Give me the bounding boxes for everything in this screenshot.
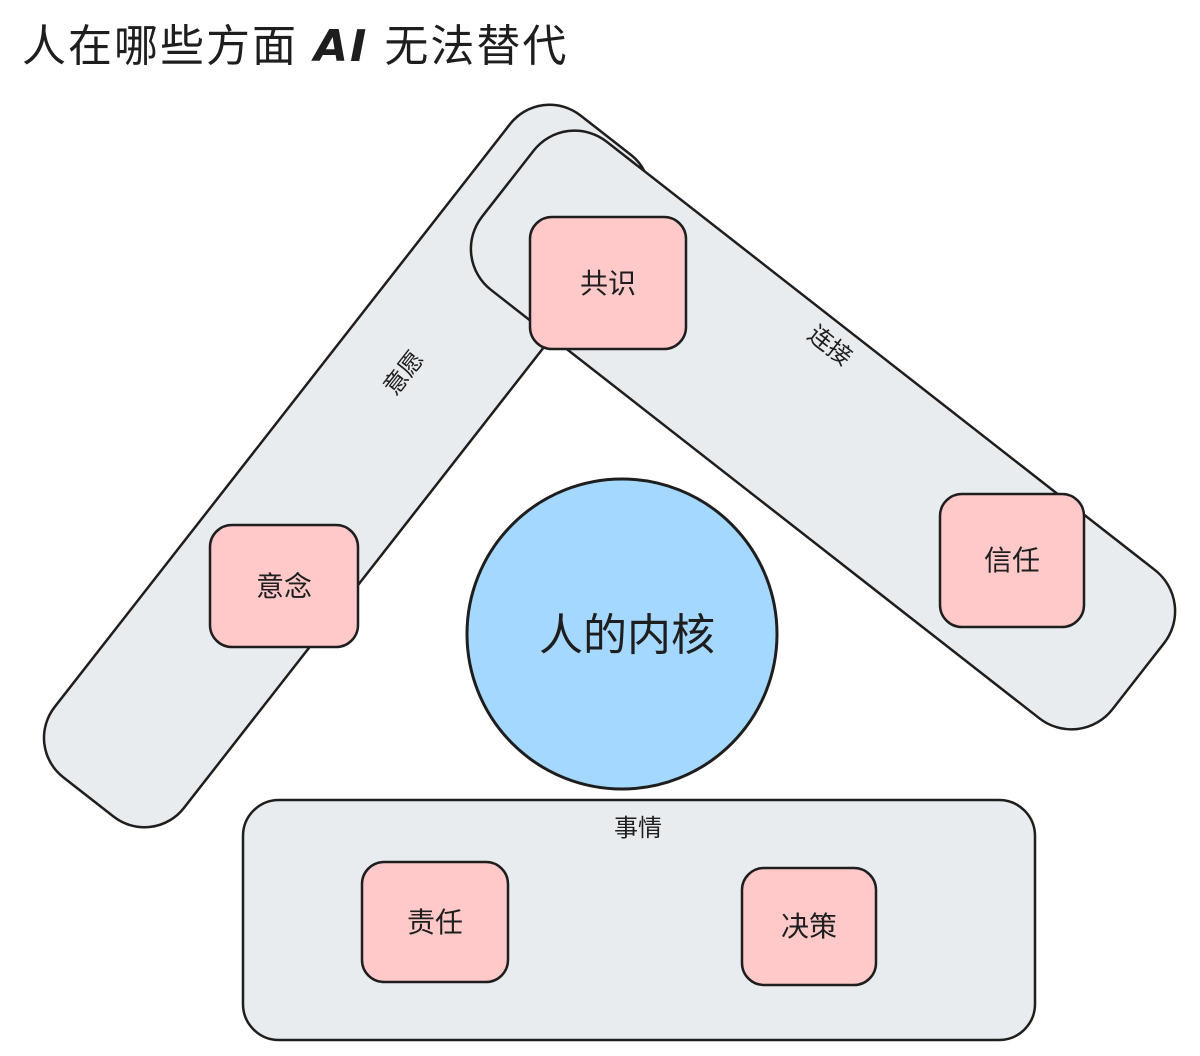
- core-label: 人的内核: [539, 610, 715, 661]
- intention-label: 意念: [256, 570, 312, 603]
- consensus-label: 共识: [580, 267, 636, 300]
- decision-card: [740, 866, 878, 987]
- matters-group-label: 事情: [614, 814, 662, 842]
- intention-card: [208, 523, 360, 649]
- decision-label: 决策: [781, 910, 837, 943]
- responsibility-card: [360, 860, 510, 984]
- consensus-card: [528, 215, 688, 351]
- responsibility-label: 责任: [407, 906, 463, 939]
- trust-label: 信任: [984, 544, 1040, 577]
- trust-card: [938, 492, 1086, 629]
- title-prefix: 人在哪些方面: [22, 21, 314, 72]
- core-circle: [465, 477, 779, 791]
- title-ai: AI: [314, 21, 369, 72]
- title-suffix: 无法替代: [368, 21, 569, 72]
- page-title: 人在哪些方面 AI 无法替代: [22, 10, 568, 74]
